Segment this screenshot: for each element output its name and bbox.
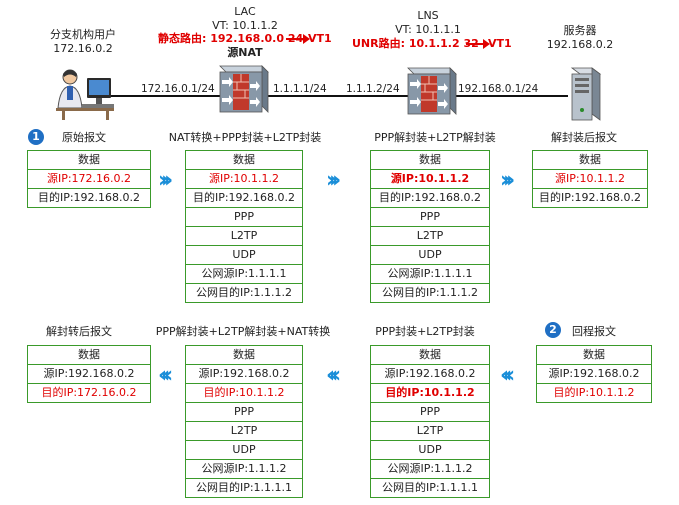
packet-field: 数据 <box>28 346 150 365</box>
packet-field: PPP <box>186 208 302 227</box>
lns-route-target: VT1 <box>488 37 512 50</box>
packet-field: 目的IP:192.168.0.2 <box>371 189 489 208</box>
packet-field: 目的IP:10.1.1.2 <box>371 384 489 403</box>
user-computer-icon <box>56 69 114 120</box>
packet-field: 源IP:172.16.0.2 <box>28 170 150 189</box>
packet-field: 源IP:10.1.1.2 <box>533 170 647 189</box>
packet-field: 源IP:10.1.1.2 <box>186 170 302 189</box>
fwd-label-3: PPP解封装+L2TP解封装 <box>374 131 496 144</box>
packet-field: 源IP:192.168.0.2 <box>28 365 150 384</box>
packet-field: PPP <box>371 208 489 227</box>
packet-field: 公网源IP:1.1.1.1 <box>186 265 302 284</box>
lac-vt: VT: 10.1.1.2 <box>212 19 278 32</box>
packet-field: L2TP <box>371 227 489 246</box>
packet-field: 源IP:192.168.0.2 <box>537 365 651 384</box>
fwd-label-1: 原始报文 <box>62 131 106 144</box>
lns-vt: VT: 10.1.1.1 <box>395 23 461 36</box>
packet-field: 目的IP:192.168.0.2 <box>37 191 141 204</box>
packet-field: UDP <box>186 246 302 265</box>
packet-field: 目的IP:192.168.0.2 <box>538 191 642 204</box>
packet-field: 源IP:192.168.0.2 <box>186 365 302 384</box>
packet-field: PPP <box>186 403 302 422</box>
backward-arrow-icon: ‹‹‹ <box>158 363 173 388</box>
packet-field: 公网目的IP:1.1.1.2 <box>195 286 293 299</box>
packet-field: 数据 <box>533 151 647 170</box>
lac-nat-label: 源NAT <box>227 46 263 59</box>
packet-field: 数据 <box>371 346 489 365</box>
packet-field: L2TP <box>186 227 302 246</box>
bwd-packet-lns: 数据 源IP:192.168.0.2 目的IP:10.1.1.2 PPP L2T… <box>370 345 490 498</box>
packet-field: UDP <box>186 441 302 460</box>
packet-field: UDP <box>371 441 489 460</box>
forward-arrow-icon: ››› <box>158 168 173 193</box>
packet-field: 公网源IP:1.1.1.2 <box>186 460 302 479</box>
packet-field: 数据 <box>28 151 150 170</box>
packet-field: 数据 <box>371 151 489 170</box>
packet-field: 数据 <box>537 346 651 365</box>
packet-field: 数据 <box>186 346 302 365</box>
lns-unr-route: UNR路由: 10.1.1.2 32 <box>352 37 479 50</box>
forward-arrow-icon: ››› <box>500 168 515 193</box>
fwd-label-2: NAT转换+PPP封装+L2TP封装 <box>168 131 322 144</box>
packet-field: 源IP:10.1.1.2 <box>371 170 489 189</box>
lac-route-target: VT1 <box>308 32 332 45</box>
forward-arrow-icon: ››› <box>326 168 341 193</box>
bwd-packet-decap: 数据 源IP:192.168.0.2 目的IP:172.16.0.2 <box>27 345 151 403</box>
bwd-label-4: 解封转后报文 <box>46 325 112 338</box>
packet-field: 目的IP:10.1.1.2 <box>553 386 635 399</box>
fwd-packet-decap: 数据 源IP:10.1.1.2 目的IP:192.168.0.2 <box>532 150 648 208</box>
fwd-packet-lac: 数据 源IP:10.1.1.2 目的IP:192.168.0.2 PPP L2T… <box>185 150 303 303</box>
link-label-server-side: 192.168.0.1/24 <box>457 83 540 95</box>
fwd-packet-original: 数据 源IP:172.16.0.2 目的IP:192.168.0.2 <box>27 150 151 208</box>
bwd-label-3: PPP解封装+L2TP解封装+NAT转换 <box>155 325 331 338</box>
packet-field: 数据 <box>186 151 302 170</box>
lac-title: LAC <box>234 5 256 18</box>
lns-firewall-icon <box>407 67 457 115</box>
network-link <box>108 95 568 97</box>
user-title: 分支机构用户 <box>50 28 116 41</box>
packet-field: 公网源IP:1.1.1.2 <box>371 460 489 479</box>
fwd-packet-lns: 数据 源IP:10.1.1.2 目的IP:192.168.0.2 PPP L2T… <box>370 150 490 303</box>
bwd-packet-lac: 数据 源IP:192.168.0.2 目的IP:10.1.1.2 PPP L2T… <box>185 345 303 498</box>
backward-arrow-icon: ‹‹‹ <box>500 363 515 388</box>
server-ip: 192.168.0.2 <box>546 38 614 51</box>
packet-field: 公网目的IP:1.1.1.2 <box>381 286 479 299</box>
link-label-lns-side: 1.1.1.2/24 <box>345 83 401 95</box>
packet-field: L2TP <box>371 422 489 441</box>
user-ip: 172.16.0.2 <box>53 42 113 55</box>
lac-static-route: 静态路由: 192.168.0.0 24 <box>158 32 304 45</box>
packet-field: 目的IP:10.1.1.2 <box>186 384 302 403</box>
lns-title: LNS <box>417 9 439 22</box>
lns-route-arrow-icon <box>466 39 490 49</box>
step-1-badge: 1 <box>28 129 44 145</box>
lac-route-arrow-icon <box>286 34 310 44</box>
step-2-badge: 2 <box>545 322 561 338</box>
packet-field: 目的IP:192.168.0.2 <box>186 189 302 208</box>
lac-firewall-icon <box>219 65 269 113</box>
packet-field: 公网目的IP:1.1.1.1 <box>381 481 479 494</box>
packet-field: 目的IP:172.16.0.2 <box>41 386 137 399</box>
fwd-label-4: 解封装后报文 <box>551 131 617 144</box>
link-label-lac-side: 1.1.1.1/24 <box>272 83 328 95</box>
link-label-user-side: 172.16.0.1/24 <box>140 83 216 95</box>
bwd-label-2: PPP封装+L2TP封装 <box>375 325 475 338</box>
packet-field: 公网目的IP:1.1.1.1 <box>195 481 293 494</box>
packet-field: PPP <box>371 403 489 422</box>
packet-field: 公网源IP:1.1.1.1 <box>371 265 489 284</box>
bwd-packet-return: 数据 源IP:192.168.0.2 目的IP:10.1.1.2 <box>536 345 652 403</box>
packet-field: 源IP:192.168.0.2 <box>371 365 489 384</box>
packet-field: L2TP <box>186 422 302 441</box>
packet-field: UDP <box>371 246 489 265</box>
server-title: 服务器 <box>563 24 597 37</box>
server-icon <box>570 67 602 121</box>
bwd-label-1: 回程报文 <box>572 325 616 338</box>
backward-arrow-icon: ‹‹‹ <box>326 363 341 388</box>
